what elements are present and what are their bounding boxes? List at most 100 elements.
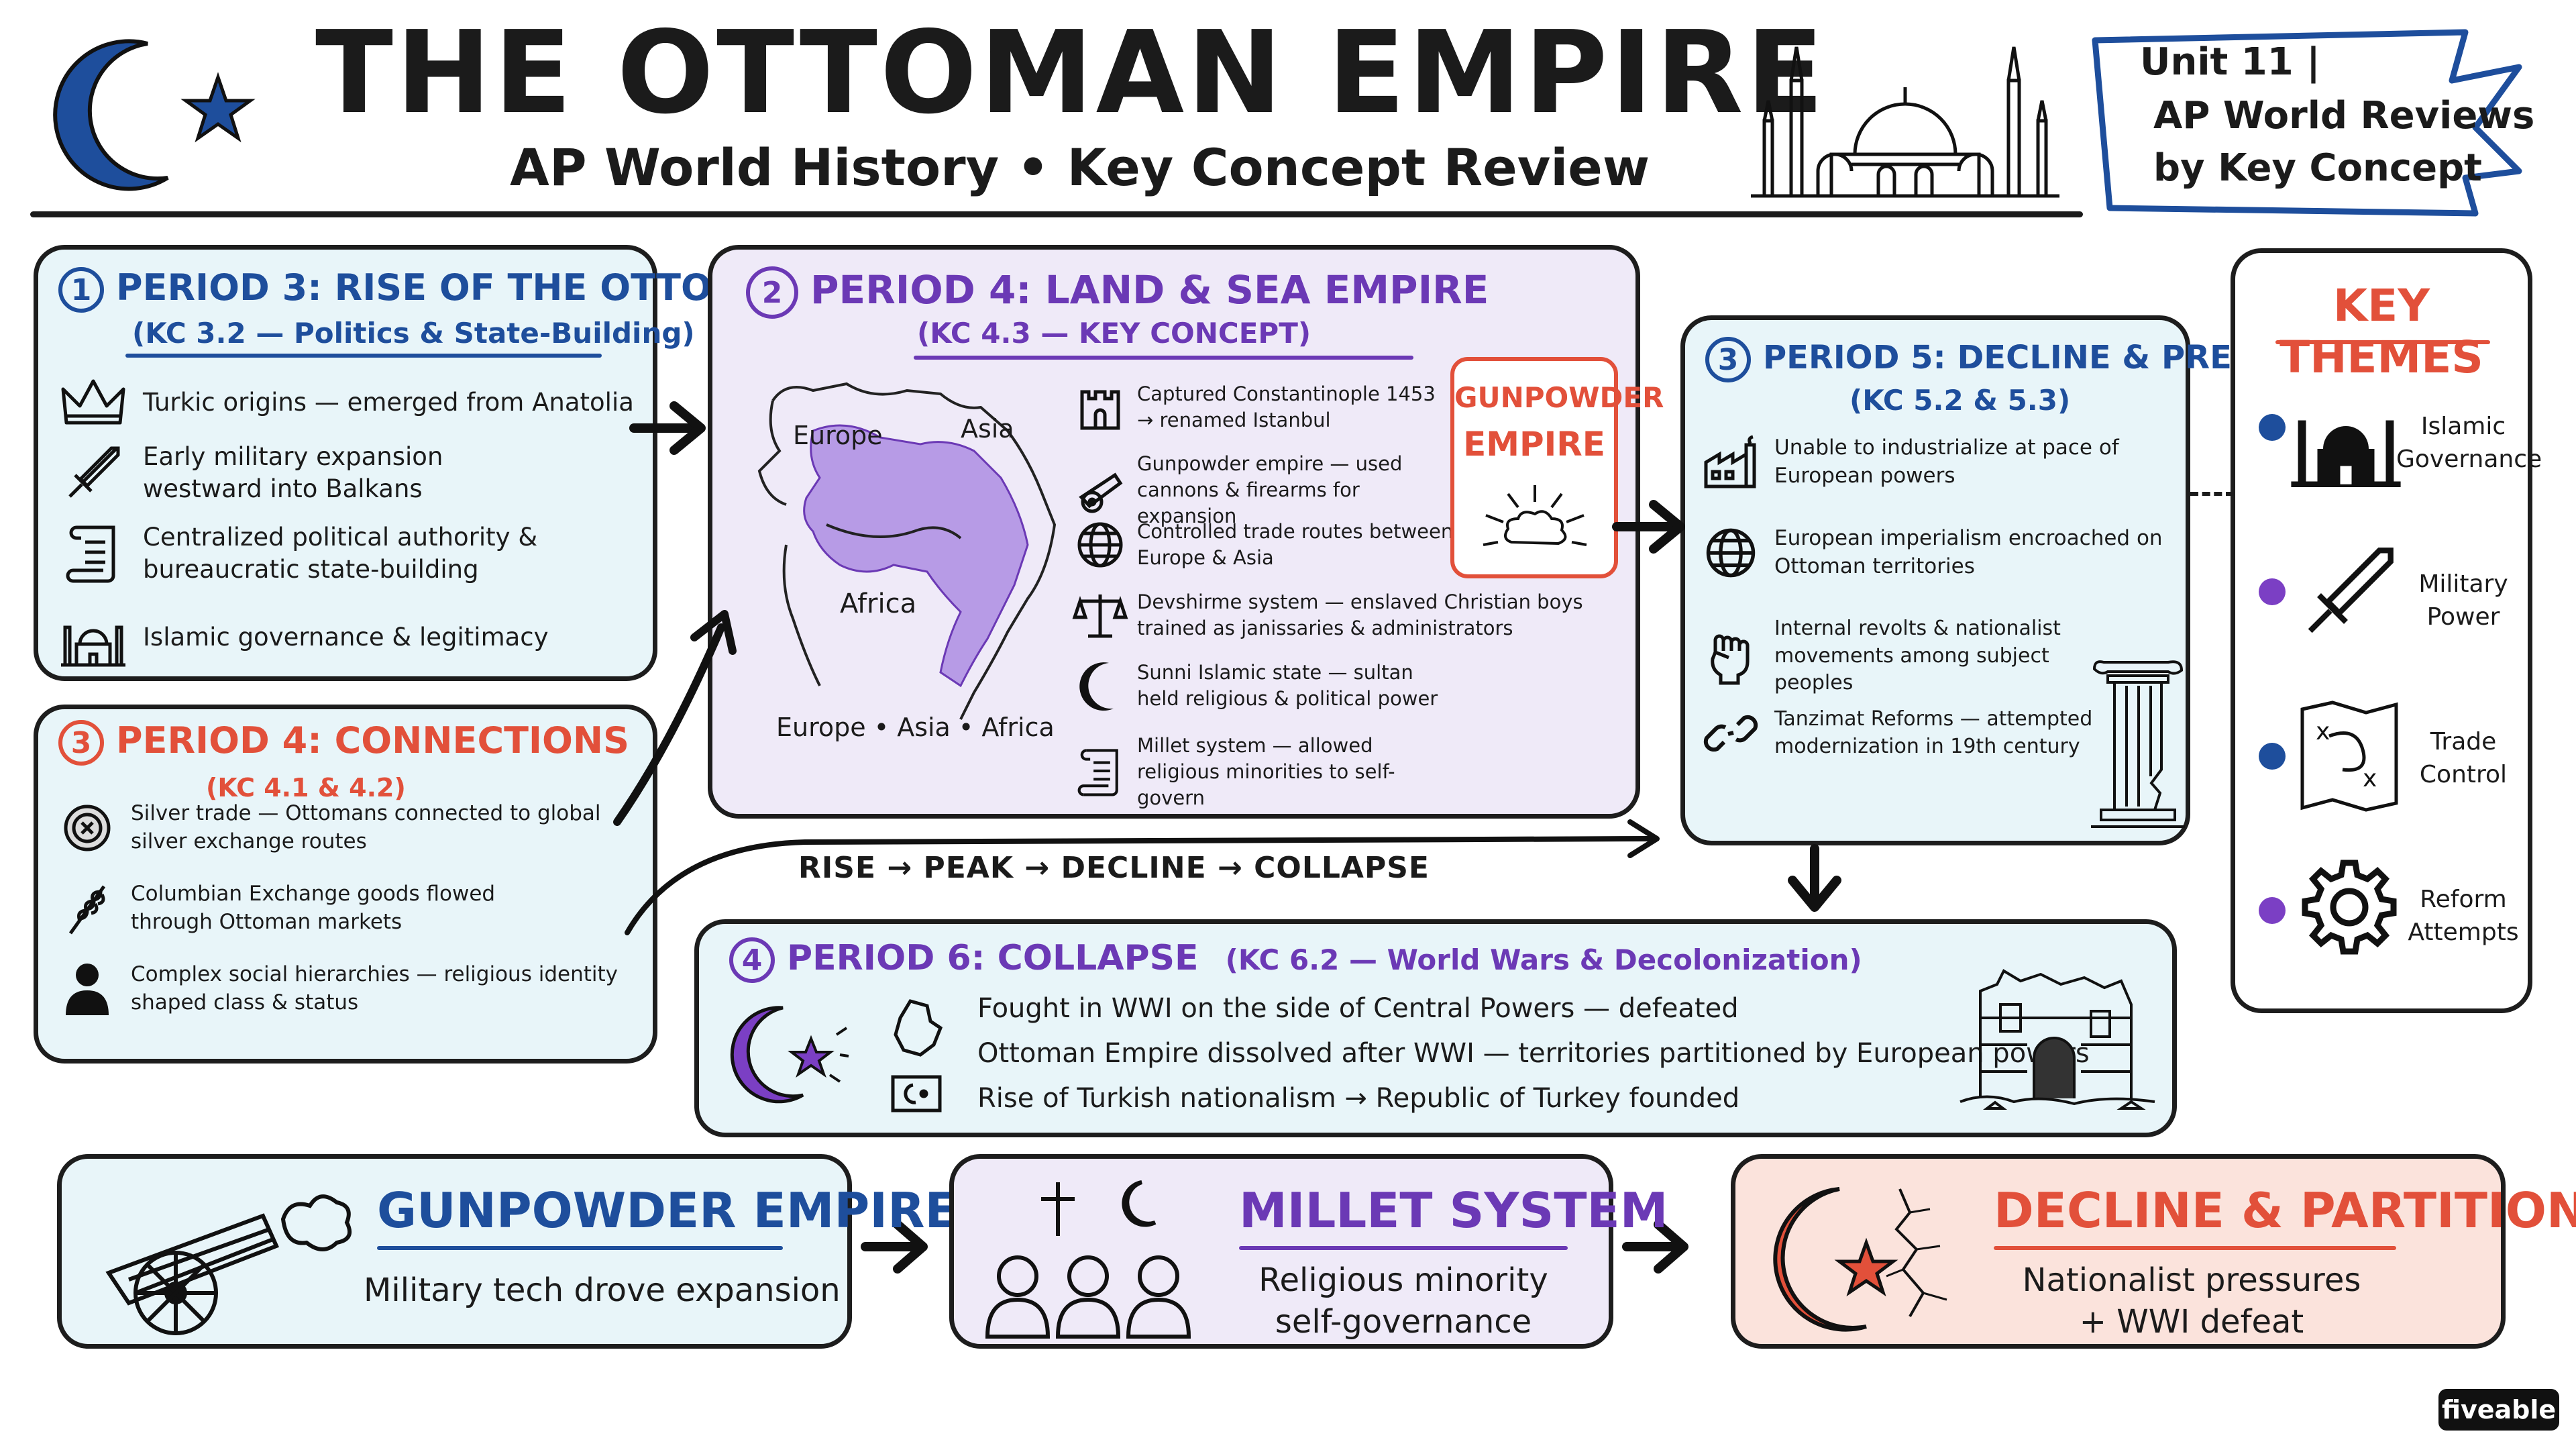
gunpowder-summary-text: Military tech drove expansion xyxy=(364,1272,841,1309)
decline-summary-card: DECLINE & PARTITION Nationalist pressure… xyxy=(1731,1154,2576,1349)
sword-icon xyxy=(58,441,128,505)
crescent-star-icon xyxy=(729,994,850,1115)
map-label-continents: Europe • Asia • Africa xyxy=(776,713,1055,742)
svg-text:x: x xyxy=(2363,765,2377,792)
decline-summary-text: Nationalist pressures+ WWI defeat xyxy=(2022,1261,2361,1341)
decline-summary-title: DECLINE & PARTITION xyxy=(1994,1182,2576,1239)
crown-icon xyxy=(58,370,128,435)
unit-badge-line2: AP World Reviews xyxy=(2153,94,2535,138)
period6-number: 4 xyxy=(729,937,775,983)
period3-underline xyxy=(125,354,602,358)
period4-subtitle: (KC 4.3 — KEY CONCEPT) xyxy=(917,317,1311,350)
gear-icon xyxy=(2299,857,2400,957)
list-item: Unable to industrialize at pace of Europ… xyxy=(1702,434,2171,490)
list-item: Silver trade — Ottomans connected to glo… xyxy=(58,800,635,856)
unit-badge-line3: by Key Concept xyxy=(2153,146,2482,190)
fist-icon xyxy=(1702,629,1760,685)
period4-underline xyxy=(914,356,1413,360)
millet-summary-title: MILLET SYSTEM xyxy=(1239,1182,1668,1239)
unit-badge-line1: Unit 11 | xyxy=(2140,40,2320,84)
list-item: Complex social hierarchies — religious i… xyxy=(58,961,635,1017)
key-themes-underline xyxy=(2275,340,2490,344)
scales-icon xyxy=(1071,588,1129,642)
ruins-illustration xyxy=(1960,964,2161,1119)
castle-icon xyxy=(1071,380,1129,434)
cannon-icon xyxy=(89,1179,357,1340)
gunpowder-box-line2: EMPIRE xyxy=(1463,425,1605,464)
globe-icon xyxy=(1071,518,1129,572)
period5-subtitle: (KC 5.2 & 5.3) xyxy=(1849,384,2071,417)
list-item: Tanzimat Reforms — attempted modernizati… xyxy=(1702,706,2098,760)
factory-icon xyxy=(1702,435,1760,489)
key-themes-title: KEY THEMES xyxy=(2279,280,2483,383)
empire-map xyxy=(739,370,1088,733)
period6-subtitle: (KC 6.2 — World Wars & Decolonization) xyxy=(1225,943,1862,976)
theme-dot xyxy=(2259,743,2286,770)
list-item: Turkic origins — emerged from Anatolia xyxy=(58,370,642,435)
period3-subtitle: (KC 3.2 — Politics & State-Building) xyxy=(132,317,695,350)
list-item: Captured Constantinople 1453 → renamed I… xyxy=(1071,380,1447,434)
map-label-asia: Asia xyxy=(961,414,1014,444)
explosion-icon xyxy=(1478,475,1592,562)
map-label-africa: Africa xyxy=(840,588,917,619)
mosque-icon xyxy=(58,605,128,670)
list-item: Millet system — allowed religious minori… xyxy=(1071,733,1447,811)
list-item: Islamic governance & legitimacy xyxy=(58,605,642,670)
crescent-star-logo xyxy=(47,27,256,191)
list-item: Controlled trade routes between Europe &… xyxy=(1071,518,1454,572)
list-item: Sunni Islamic state — sultan held religi… xyxy=(1071,659,1447,713)
list-item: European imperialism encroached on Ottom… xyxy=(1702,525,2185,581)
gunpowder-empire-box: GUNPOWDER EMPIRE xyxy=(1450,357,1664,578)
list-item: Internal revolts & nationalist movements… xyxy=(1702,615,2078,697)
connections-subtitle: (KC 4.1 & 4.2) xyxy=(206,773,406,802)
fiveable-brand: fiveable xyxy=(2441,1395,2557,1424)
gunpowder-summary-title: GUNPOWDER EMPIRE xyxy=(377,1182,958,1239)
globe-icon xyxy=(1702,526,1760,580)
territory-map-icon xyxy=(890,998,944,1058)
svg-text:x: x xyxy=(2316,718,2330,745)
mosque-illustration xyxy=(1744,20,2066,201)
list-item: Early military expansion westward into B… xyxy=(58,441,528,505)
list-item: Columbian Exchange goods flowed through … xyxy=(58,880,568,937)
sword-icon xyxy=(2299,541,2400,642)
connections-number: 3 xyxy=(58,720,104,766)
person-icon xyxy=(58,962,116,1016)
mosque-icon xyxy=(2289,384,2403,491)
list-item: Devshirme system — enslaved Christian bo… xyxy=(1071,588,1621,642)
dashed-connector xyxy=(2190,492,2234,496)
list-item: Centralized political authority & bureau… xyxy=(58,521,568,586)
broken-column-illustration xyxy=(2088,656,2188,830)
theme-dot xyxy=(2259,578,2286,605)
list-item: Ottoman Empire dissolved after WWI — ter… xyxy=(977,1038,2090,1069)
wheat-icon xyxy=(58,882,116,935)
period3-number: 1 xyxy=(58,267,104,313)
gunpowder-summary-card: GUNPOWDER EMPIRE Military tech drove exp… xyxy=(57,1154,958,1349)
gunpowder-box-line1: GUNPOWDER xyxy=(1454,381,1664,414)
period5-number: 3 xyxy=(1705,337,1751,382)
gunpowder-summary-underline xyxy=(377,1246,783,1250)
list-item: Fought in WWI on the side of Central Pow… xyxy=(977,993,1739,1024)
list-item: Gunpowder empire — used cannons & firear… xyxy=(1071,451,1454,529)
page-title: THE OTTOMAN EMPIRE xyxy=(315,7,1827,140)
map-label-europe: Europe xyxy=(793,421,883,450)
unit-badge xyxy=(2090,27,2526,221)
religious-community-icon xyxy=(977,1176,1199,1343)
cracked-crescent-icon xyxy=(1766,1176,1967,1343)
broken-chain-icon xyxy=(1702,707,1760,760)
